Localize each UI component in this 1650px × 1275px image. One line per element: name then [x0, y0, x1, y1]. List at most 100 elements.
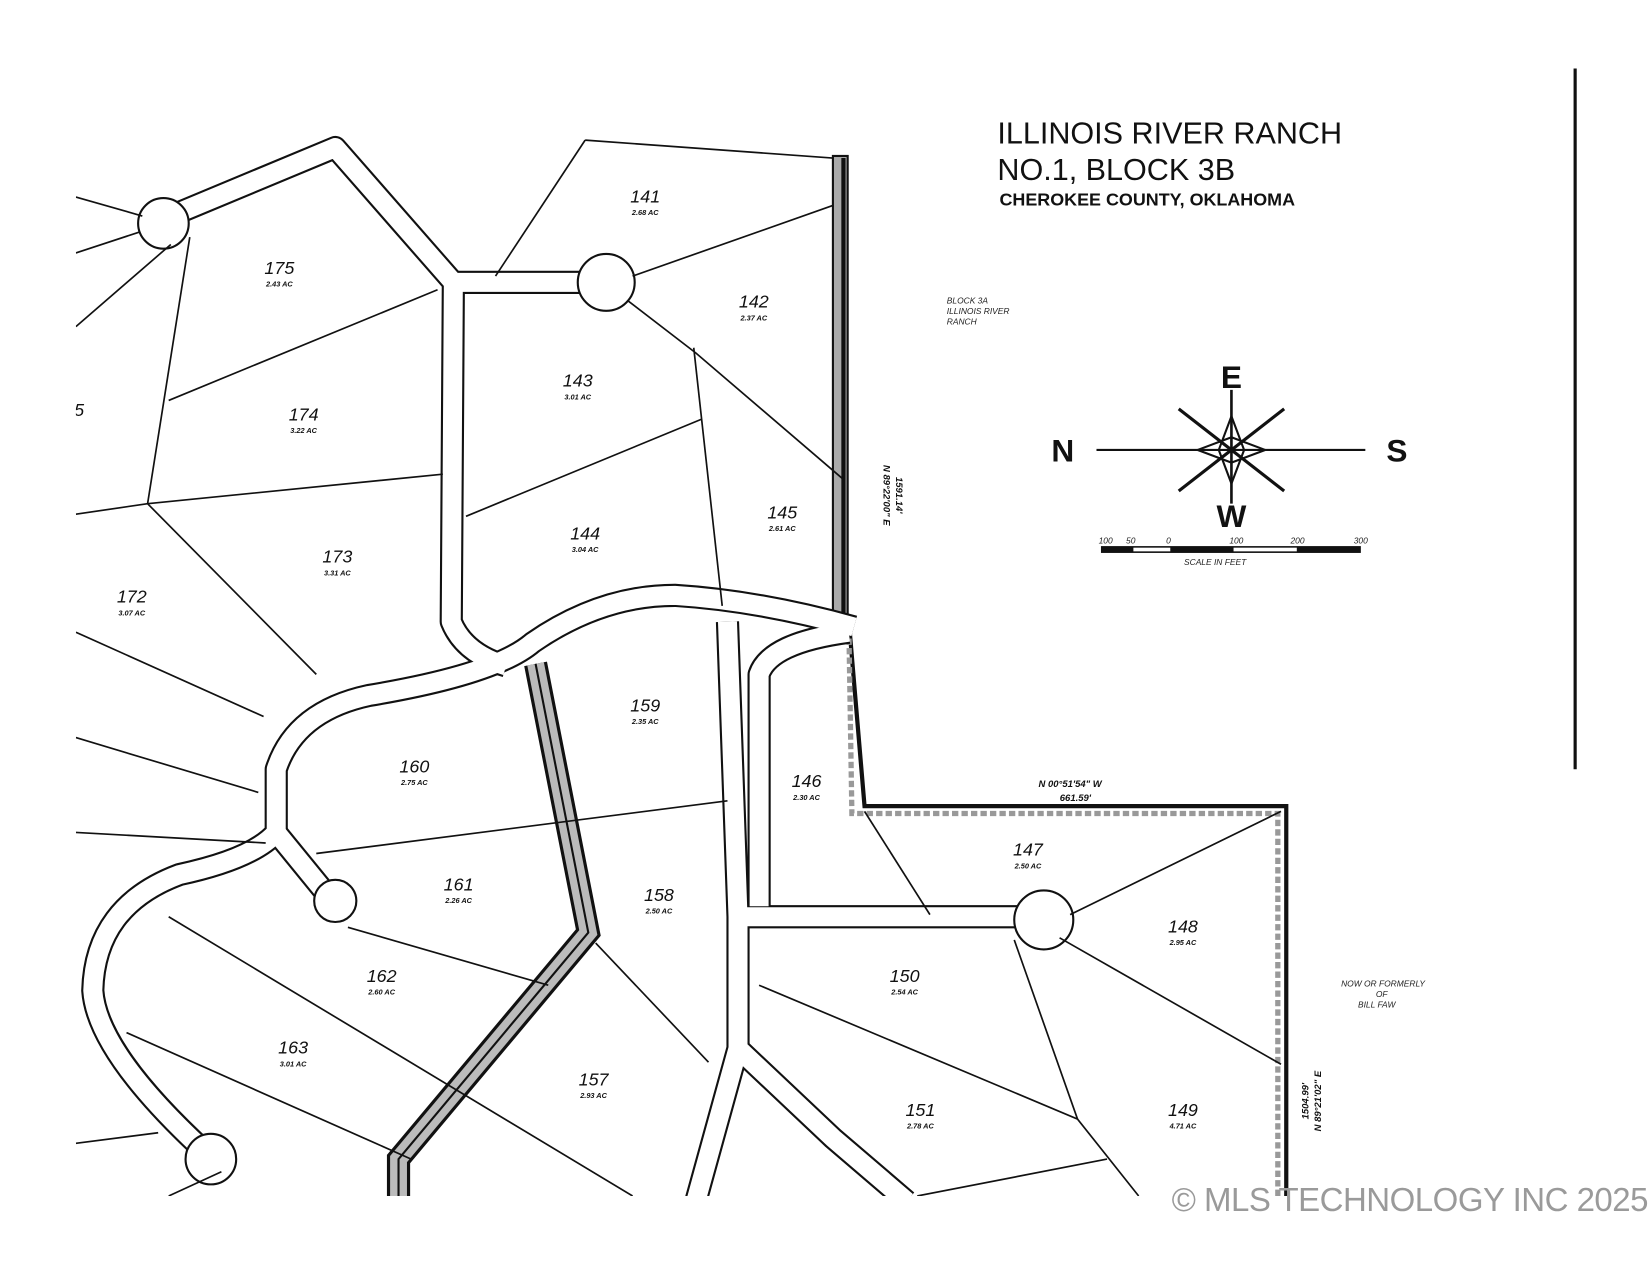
lot-acreage: 2.30 AC — [792, 793, 820, 802]
lot-145: 145 2.61 AC — [767, 502, 797, 533]
lot-161: 161 2.26 AC — [444, 874, 474, 905]
lot-acreage: 2.61 AC — [768, 524, 796, 533]
lot-151: 151 2.78 AC — [905, 1100, 935, 1131]
lot-159: 159 2.35 AC — [630, 695, 660, 726]
lot-acreage: 2.43 AC — [265, 280, 293, 289]
lot-acreage: 2.95 AC — [1169, 938, 1197, 947]
lot-number: 172 — [117, 587, 147, 607]
lot-number: 162 — [367, 966, 397, 986]
lot-acreage: 2.37 AC — [739, 313, 767, 322]
lot-acreage: 2.54 AC — [890, 988, 918, 997]
lot-number: 150 — [890, 966, 920, 986]
lot-number: 161 — [444, 874, 474, 894]
lot-acreage: 2.26 AC — [444, 896, 472, 905]
cul-de-sac — [1013, 889, 1075, 951]
lot-acreage: 3.07 AC — [118, 608, 145, 617]
lot-acreage: 2.60 AC — [367, 988, 395, 997]
note-line: ILLINOIS RIVER — [947, 306, 1010, 316]
plat-title: ILLINOIS RIVER RANCH NO.1, BLOCK 3B CHER… — [997, 116, 1342, 209]
distance-text: 661.59' — [1060, 793, 1092, 804]
east-line-upper-bearing: N 89°22'00" E 1591.14' — [881, 465, 905, 526]
note-line: RANCH — [947, 317, 978, 327]
note-line: BLOCK 3A — [947, 295, 989, 305]
distance-text: 1591.14' — [893, 477, 904, 514]
scale-tick: 200 — [1289, 536, 1304, 546]
lot-number: 146 — [792, 771, 822, 791]
copyright-watermark: © MLS TECHNOLOGY INC 2025 — [1171, 1181, 1649, 1218]
lot-number: 145 — [767, 502, 797, 522]
bearing-text: N 00°51'54" W — [1039, 779, 1103, 790]
note-line: OF — [1376, 989, 1389, 999]
title-line-3: CHEROKEE COUNTY, OKLAHOMA — [999, 189, 1295, 209]
bearing-text: N 89°22'00" E — [881, 465, 892, 526]
lot-acreage: 2.68 AC — [631, 208, 659, 217]
lot-number: 173 — [322, 547, 352, 567]
scale-tick: 100 — [1099, 536, 1113, 546]
lot-150: 150 2.54 AC — [890, 966, 920, 997]
lot-160: 160 2.75 AC — [399, 756, 429, 787]
note-line: NOW OR FORMERLY — [1341, 978, 1426, 988]
lot-number: 175 — [264, 258, 294, 278]
lot-number: 157 — [579, 1069, 610, 1089]
lot-lines — [75, 139, 1282, 1196]
lot-number: 141 — [630, 186, 660, 206]
lot-acreage: 4.71 AC — [1169, 1122, 1197, 1131]
partial-lot-label: 5 — [74, 400, 84, 420]
lot-number: 159 — [630, 695, 660, 715]
adjacent-owner-note: NOW OR FORMERLY OF BILL FAW — [1341, 978, 1426, 1009]
east-boundary — [831, 154, 1289, 1196]
lot-number: 148 — [1168, 917, 1198, 937]
lot-number: 142 — [739, 292, 769, 312]
east-line-lower-bearing: N 89°21'02" E 1504.99' — [1300, 1070, 1324, 1131]
lot-number: 151 — [905, 1100, 935, 1120]
scale-tick: 300 — [1354, 536, 1368, 546]
lot-158: 158 2.50 AC — [644, 885, 674, 916]
compass-label-s: S — [1386, 433, 1407, 469]
scale-tick: 100 — [1229, 536, 1243, 546]
compass-label-e: E — [1221, 359, 1242, 395]
adjacent-block-note: BLOCK 3A ILLINOIS RIVER RANCH — [947, 295, 1010, 326]
scale-bar: 100 50 0 100 200 300 SCALE IN FEET — [1099, 536, 1369, 567]
lot-acreage: 2.35 AC — [631, 717, 659, 726]
lot-number: 143 — [563, 371, 593, 391]
lot-acreage: 2.78 AC — [906, 1122, 934, 1131]
roads — [81, 135, 1075, 1196]
title-line-2: NO.1, BLOCK 3B — [997, 153, 1235, 187]
lot-acreage: 3.31 AC — [324, 568, 351, 577]
scale-label: SCALE IN FEET — [1184, 557, 1247, 567]
scale-tick: 0 — [1166, 536, 1171, 546]
lot-acreage: 2.75 AC — [400, 778, 428, 787]
cul-de-sac — [137, 197, 190, 250]
lot-162: 162 2.60 AC — [367, 966, 397, 997]
lot-146: 146 2.30 AC — [792, 771, 822, 802]
lot-acreage: 3.01 AC — [280, 1059, 307, 1068]
title-line-1: ILLINOIS RIVER RANCH — [997, 116, 1342, 150]
lot-number: 163 — [278, 1038, 308, 1058]
compass-rose-icon: E N S W — [1051, 359, 1407, 534]
lot-141: 141 2.68 AC — [630, 186, 660, 217]
lot-number: 160 — [399, 756, 429, 776]
scale-tick: 50 — [1126, 536, 1136, 546]
lot-number: 144 — [570, 524, 600, 544]
lot-acreage: 2.50 AC — [645, 907, 673, 916]
drainage-easement — [386, 661, 601, 1196]
distance-text: 1504.99' — [1300, 1082, 1311, 1119]
bearing-text: N 89°21'02" E — [1313, 1070, 1324, 1131]
lot-number: 158 — [644, 885, 674, 905]
compass-label-w: W — [1217, 498, 1247, 534]
lot-number: 147 — [1013, 840, 1044, 860]
lot-175: 175 2.43 AC — [264, 258, 294, 289]
